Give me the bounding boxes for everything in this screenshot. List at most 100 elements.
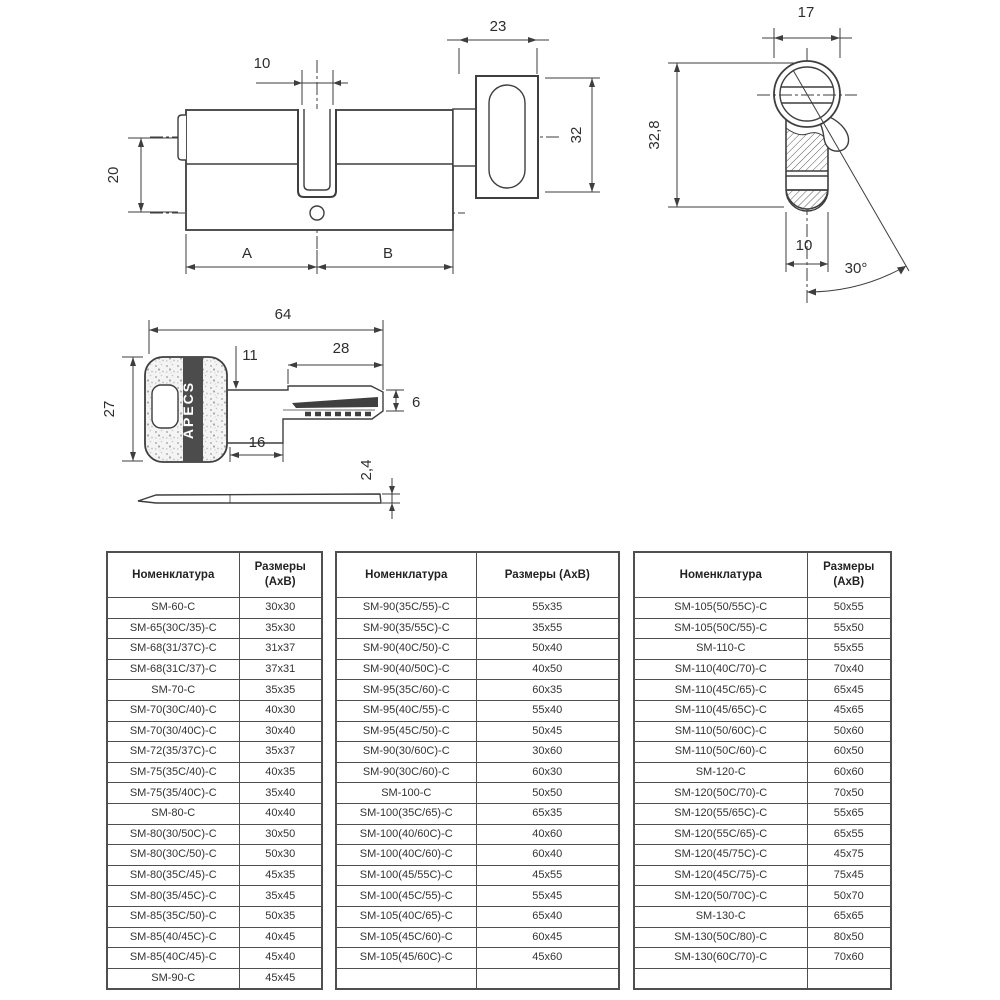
size-cell: 60x35 <box>475 679 620 701</box>
nomenclature-cell: SM-110(50/60C)-C <box>633 720 808 743</box>
size-cell: 45x65 <box>806 699 892 722</box>
nomenclature-cell: SM-100(45C/55)-C <box>335 885 477 907</box>
key-drawing <box>137 356 384 504</box>
size-cell: 31x37 <box>238 638 323 660</box>
nomenclature-cell: SM-100-C <box>335 782 477 804</box>
thumbturn <box>475 75 539 199</box>
dim-turn-height: 32 <box>568 127 585 144</box>
nomenclature-cell: SM-80(30C/50)-C <box>106 844 240 866</box>
size-cell: 55x65 <box>806 802 892 825</box>
size-cell: 40x50 <box>475 658 620 681</box>
nomenclature-cell: SM-70(30C/40)-C <box>106 699 240 722</box>
size-cell: 45x45 <box>238 967 323 990</box>
nomenclature-cell: SM-100(45/55C)-C <box>335 864 477 887</box>
nomenclature-cell: SM-90(35C/55)-C <box>335 597 477 619</box>
size-cell: 50x50 <box>475 782 620 804</box>
nomenclature-cell: SM-105(50C/55)-C <box>633 617 808 640</box>
nomenclature-cell: SM-90(35/55C)-C <box>335 617 477 640</box>
nomenclature-cell <box>633 967 808 990</box>
nomenclature-cell: SM-120(45C/75)-C <box>633 864 808 887</box>
size-cell: 65x55 <box>806 823 892 846</box>
size-cell: 35x30 <box>238 617 323 640</box>
sizes-header: Размеры (АхВ) <box>475 551 620 598</box>
screw-hole <box>309 205 325 221</box>
size-cell: 60x40 <box>475 844 620 866</box>
nomenclature-cell: SM-85(40/45C)-C <box>106 926 240 949</box>
size-cell: 60x60 <box>806 761 892 784</box>
nomenclature-cell: SM-85(35C/50)-C <box>106 905 240 928</box>
dim-profile-width: 17 <box>798 4 815 21</box>
nomenclature-cell: SM-90-C <box>106 967 240 990</box>
nomenclature-cell: SM-90(30/60C)-C <box>335 741 477 763</box>
size-cell: 50x70 <box>806 885 892 907</box>
key-blank-profile <box>137 493 382 504</box>
nomenclature-cell: SM-90(40C/50)-C <box>335 638 477 660</box>
nomenclature-cell: SM-95(40C/55)-C <box>335 699 477 722</box>
dim-blank-thickness: 2,4 <box>358 460 375 481</box>
cam <box>297 109 337 198</box>
size-cell: 40x60 <box>475 823 620 846</box>
size-cell: 70x50 <box>806 782 892 804</box>
plug-circle <box>779 66 835 122</box>
nomenclature-cell: SM-120(55C/65)-C <box>633 823 808 846</box>
nomenclature-cell: SM-120(55/65C)-C <box>633 802 808 825</box>
size-cell: 55x50 <box>806 617 892 640</box>
nomenclature-cell: SM-110(45/65C)-C <box>633 699 808 722</box>
thumbturn-neck <box>452 108 477 167</box>
nomenclature-cell: SM-130-C <box>633 905 808 928</box>
table-row <box>633 967 892 990</box>
side-view-dimensions <box>128 37 600 274</box>
nomenclature-cell: SM-110(45C/65)-C <box>633 679 808 701</box>
cylinder-nose <box>177 114 186 161</box>
drawings-canvas: 10 23 20 32 A B <box>101 4 910 519</box>
dim-neck-width: 11 <box>242 347 258 364</box>
nomenclature-cell: SM-85(40C/45)-C <box>106 947 240 969</box>
nomenclature-cell: SM-70-C <box>106 679 240 701</box>
nomenclature-cell: SM-100(35C/65)-C <box>335 802 477 825</box>
nomenclature-cell: SM-80(30/50C)-C <box>106 823 240 846</box>
size-cell: 50x40 <box>475 638 620 660</box>
size-cell: 45x40 <box>238 947 323 969</box>
dim-shoulder-length: 16 <box>249 434 266 451</box>
size-cell: 60x30 <box>475 761 620 784</box>
nomenclature-cell: SM-100(40/60C)-C <box>335 823 477 846</box>
dim-head-height: 27 <box>101 401 118 418</box>
size-cell: 60x45 <box>475 926 620 949</box>
size-cell: 55x45 <box>475 885 620 907</box>
size-cell: 55x55 <box>806 638 892 660</box>
nomenclature-header: Номенклатура <box>106 551 240 598</box>
cylinder-face-view <box>757 48 910 305</box>
size-cell: 50x30 <box>238 844 323 866</box>
